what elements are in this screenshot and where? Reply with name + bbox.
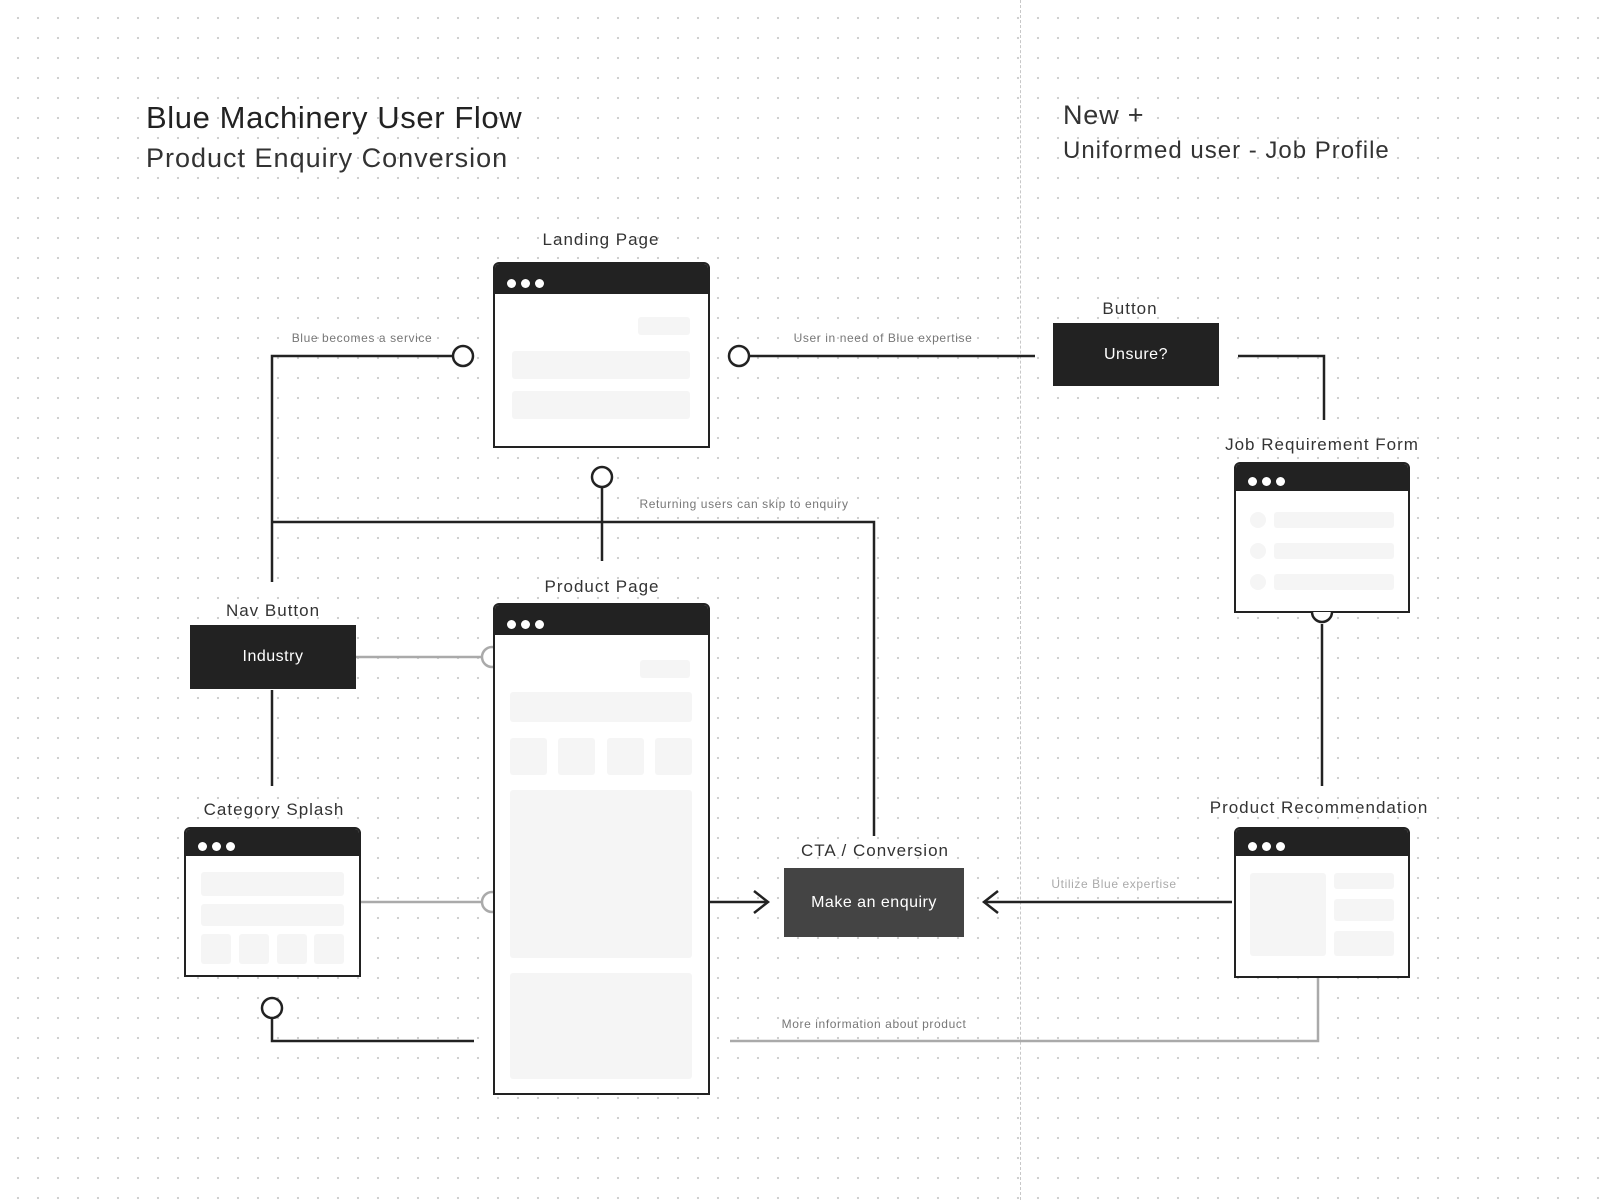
landing-page-wireframe[interactable]: [493, 262, 710, 448]
placeholder-image: [1250, 873, 1326, 956]
connector-product-to-category: [270, 1018, 474, 1043]
product-page-label: Product Page: [544, 577, 660, 596]
placeholder-block: [1334, 873, 1394, 889]
window-dots-icon: [507, 616, 549, 634]
connector-node: [451, 344, 475, 368]
placeholder-thumbnail: [510, 738, 547, 775]
job-form-label: Job Requirement Form: [1225, 435, 1419, 454]
connector-more-info: [730, 978, 1320, 1043]
connector-node: [1310, 611, 1334, 624]
placeholder-block: [510, 790, 692, 958]
browser-bar: [495, 264, 708, 294]
placeholder-block: [201, 872, 344, 896]
placeholder-block: [510, 973, 692, 1079]
placeholder-block: [640, 660, 690, 678]
placeholder-radio: [1250, 543, 1266, 559]
arrowhead-right: [753, 890, 771, 914]
nav-button-label: Nav Button: [225, 601, 321, 620]
diagram-title: Blue Machinery User Flow: [146, 100, 523, 135]
window-dots-icon: [1248, 473, 1290, 491]
placeholder-field: [1274, 512, 1394, 528]
placeholder-block: [638, 317, 690, 335]
note-more-info: More information about product: [781, 1017, 967, 1031]
window-dots-icon: [507, 275, 549, 293]
placeholder-thumbnail: [314, 934, 344, 964]
browser-bar: [495, 605, 708, 635]
placeholder-thumbnail: [607, 738, 644, 775]
placeholder-block: [512, 391, 690, 419]
section-subtitle: Uniformed user - Job Profile: [1063, 137, 1390, 164]
placeholder-thumbnail: [277, 934, 307, 964]
placeholder-block: [1334, 899, 1394, 921]
browser-bar: [1236, 464, 1408, 491]
note-blue-service: Blue becomes a service: [291, 331, 433, 345]
window-dots-icon: [198, 838, 240, 856]
window-dots-icon: [1248, 838, 1290, 856]
note-returning-users: Returning users can skip to enquiry: [639, 497, 849, 511]
unsure-button-label: Button: [1102, 299, 1158, 318]
make-enquiry-button[interactable]: Make an enquiry: [784, 868, 964, 937]
category-splash-label: Category Splash: [203, 800, 345, 819]
placeholder-thumbnail: [239, 934, 269, 964]
placeholder-block: [510, 692, 692, 722]
placeholder-thumbnail: [655, 738, 692, 775]
cta-label: CTA / Conversion: [801, 841, 949, 860]
note-user-expertise: User in need of Blue expertise: [793, 331, 973, 345]
browser-bar: [1236, 829, 1408, 856]
landing-page-label: Landing Page: [542, 230, 660, 249]
diagram-subtitle: Product Enquiry Conversion: [146, 143, 509, 173]
placeholder-field: [1274, 574, 1394, 590]
section-divider: [1020, 0, 1021, 1200]
connector-node: [260, 996, 284, 1020]
note-utilize-expertise: Utilize Blue expertise: [1051, 877, 1177, 891]
product-recommendation-label: Product Recommendation: [1209, 798, 1429, 817]
connector-node: [727, 344, 751, 368]
placeholder-thumbnail: [558, 738, 595, 775]
job-form-wireframe[interactable]: [1234, 462, 1410, 613]
connector-nav-to-landing: [270, 354, 462, 582]
placeholder-block: [512, 351, 690, 379]
product-page-wireframe[interactable]: [493, 603, 710, 1095]
placeholder-block: [1334, 931, 1394, 956]
connector-unsure-to-form: [1238, 354, 1326, 420]
placeholder-radio: [1250, 512, 1266, 528]
category-splash-wireframe[interactable]: [184, 827, 361, 977]
connector-node: [590, 465, 614, 489]
section-title: New +: [1063, 100, 1145, 130]
product-recommendation-wireframe[interactable]: [1234, 827, 1410, 978]
industry-button[interactable]: Industry: [190, 625, 356, 689]
placeholder-field: [1274, 543, 1394, 559]
arrowhead-left: [981, 890, 999, 914]
placeholder-radio: [1250, 574, 1266, 590]
unsure-button[interactable]: Unsure?: [1053, 323, 1219, 386]
connector-returning-to-cta: [272, 520, 876, 836]
placeholder-thumbnail: [201, 934, 231, 964]
browser-bar: [186, 829, 359, 856]
placeholder-block: [201, 904, 344, 926]
